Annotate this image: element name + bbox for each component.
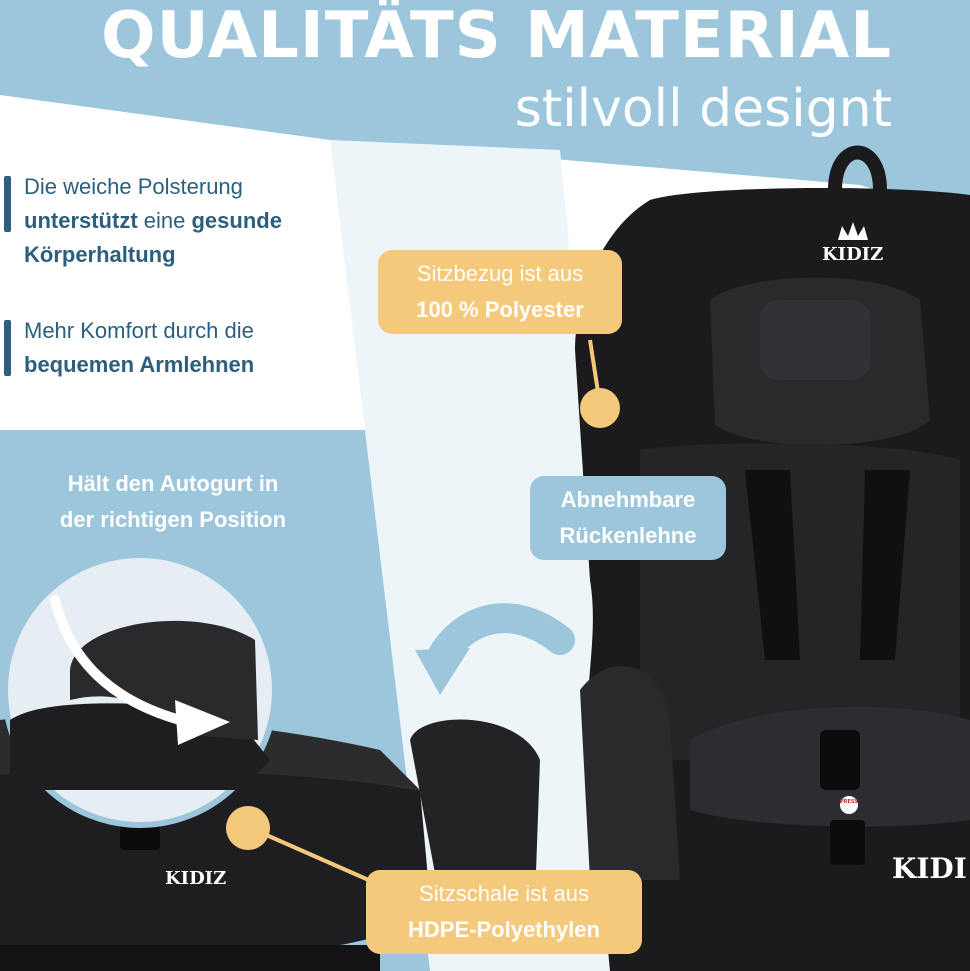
press-button-icon bbox=[840, 796, 858, 814]
belt-arrow bbox=[50, 595, 185, 725]
buckle bbox=[820, 730, 860, 790]
callout-belt-line2: der richtigen Position bbox=[59, 507, 287, 532]
callout-shell-line2: HDPE-Polyethylen bbox=[408, 917, 600, 942]
detail-magnifier bbox=[2, 552, 278, 828]
cover-dot bbox=[580, 388, 620, 428]
seat-handle bbox=[828, 145, 887, 191]
belt-arrow-head bbox=[175, 700, 230, 745]
callout-backrest-line2: Rückenlehne bbox=[559, 523, 697, 548]
callout-belt-line1: Hält den Autogurt in bbox=[67, 471, 279, 496]
callout-cover-line1: Sitzbezug ist aus bbox=[416, 261, 584, 286]
magnified-armrest bbox=[70, 620, 258, 740]
feature-armrests-line1: Mehr Komfort durch die bbox=[24, 318, 254, 343]
shell-leader-line bbox=[254, 828, 381, 887]
feature-armrests-line2: bequemen Armlehnen bbox=[24, 348, 254, 382]
callout-cover-material: Sitzbezug ist aus 100 % Polyester bbox=[378, 250, 622, 334]
buckle-press-label: PRESS bbox=[840, 799, 858, 805]
shell-dot bbox=[226, 806, 270, 850]
crown-icon bbox=[838, 222, 868, 240]
callout-backrest: Abnehmbare Rückenlehne bbox=[530, 476, 726, 560]
seat-brand-logo: KIDIZ bbox=[822, 244, 884, 265]
seat-wing-left bbox=[580, 666, 680, 880]
curved-arrow-head bbox=[415, 648, 470, 695]
feature-posture-line2: unterstützt eine gesunde bbox=[24, 204, 282, 238]
headrest-pad bbox=[760, 300, 870, 380]
callout-shell-material: Sitzschale ist aus HDPE-Polyethylen bbox=[366, 870, 642, 954]
feature-bar bbox=[4, 176, 11, 232]
page-title: QUALITÄTS MATERIAL bbox=[101, 0, 892, 73]
feature-posture-bold1: unterstützt bbox=[24, 208, 138, 233]
booster-bottom bbox=[0, 945, 380, 971]
feature-posture-bold2: gesunde bbox=[191, 208, 282, 233]
feature-posture: Die weiche Polsterung unterstützt eine g… bbox=[0, 170, 282, 272]
feature-armrests: Mehr Komfort durch die bequemen Armlehne… bbox=[0, 314, 254, 382]
curved-arrow bbox=[425, 603, 575, 675]
car-seat-image bbox=[575, 145, 970, 971]
callout-belt-position: Hält den Autogurt in der richtigen Posit… bbox=[6, 460, 340, 544]
feature-posture-text2: eine bbox=[137, 208, 192, 233]
callout-cover-line2: 100 % Polyester bbox=[416, 297, 584, 322]
crotch-buckle bbox=[830, 820, 865, 865]
seat-side-brand-logo: KIDI bbox=[892, 852, 967, 885]
feature-posture-line1: Die weiche Polsterung bbox=[24, 174, 243, 199]
harness-strap-right bbox=[860, 470, 910, 660]
booster-brand-logo: KIDIZ bbox=[165, 868, 227, 889]
header-titles: QUALITÄTS MATERIAL stilvoll designt bbox=[101, 0, 892, 142]
header-band bbox=[0, 0, 970, 200]
feature-bar bbox=[4, 320, 11, 376]
callout-shell-line1: Sitzschale ist aus bbox=[419, 881, 589, 906]
feature-armrests-bold1: bequemen Armlehnen bbox=[24, 352, 255, 377]
callout-backrest-line1: Abnehmbare bbox=[560, 487, 696, 512]
feature-posture-bold3: Körperhaltung bbox=[24, 242, 176, 267]
feature-posture-line3: Körperhaltung bbox=[24, 238, 282, 272]
harness-strap-left bbox=[745, 470, 800, 660]
light-streak bbox=[330, 140, 640, 971]
page-subtitle: stilvoll designt bbox=[514, 79, 892, 139]
